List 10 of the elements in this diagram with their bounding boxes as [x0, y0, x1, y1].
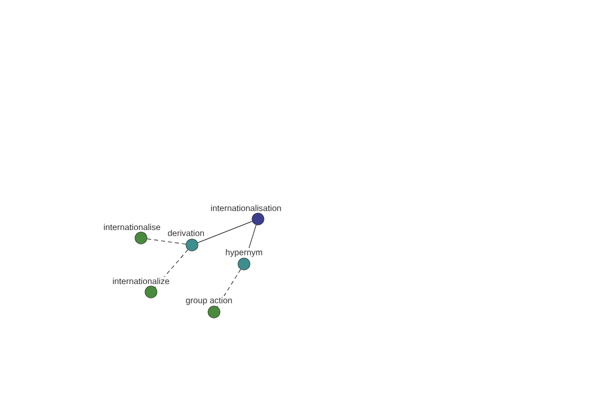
connector — [146, 238, 186, 244]
node-label: derivation — [168, 230, 204, 236]
node-label: internationalisation — [211, 204, 281, 212]
node-label: internationalize — [112, 278, 170, 284]
node-label: group action — [186, 297, 232, 305]
node-label: internationalise — [104, 224, 160, 230]
connector — [154, 249, 188, 288]
connector — [198, 221, 252, 244]
node-label: hypernym — [226, 249, 262, 257]
connector — [217, 269, 241, 307]
